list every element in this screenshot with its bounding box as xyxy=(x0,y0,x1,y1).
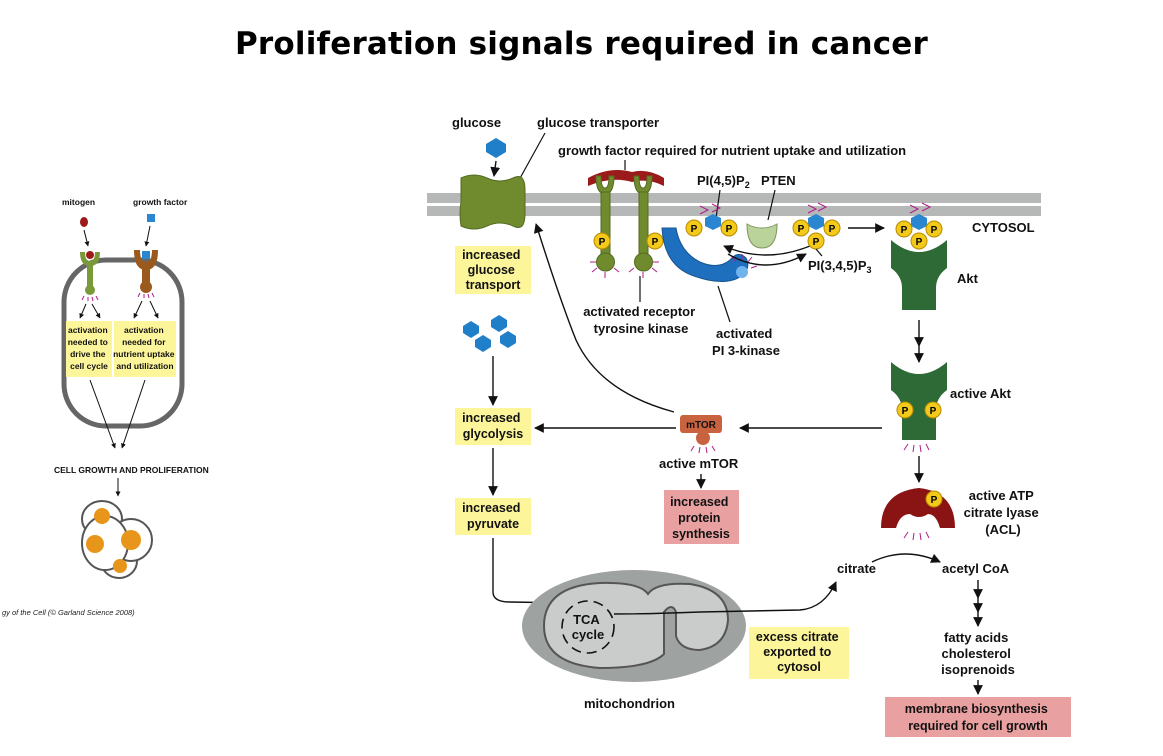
increased-pyruvate-box xyxy=(455,498,531,535)
svg-text:P: P xyxy=(916,237,923,248)
cell-cycle-box xyxy=(66,321,112,377)
activation-spark-icon xyxy=(81,292,155,302)
membrane-inner xyxy=(427,206,1041,216)
fatty-acids-label: fatty acids cholesterol isoprenoids xyxy=(941,630,1015,677)
active-akt-label: active Akt xyxy=(950,386,1012,401)
glucose-label: glucose xyxy=(452,115,501,130)
growth-factor-ligand xyxy=(588,170,664,186)
page-title: Proliferation signals required in cancer xyxy=(234,26,929,62)
active-acl-label: active ATP citrate lyase (ACL) xyxy=(964,488,1043,537)
citrate-label: citrate xyxy=(837,561,876,576)
svg-text:P: P xyxy=(652,237,659,248)
glucose-cluster-icon xyxy=(463,315,516,352)
pi345p3-lipid: P P P xyxy=(792,202,841,250)
svg-text:P: P xyxy=(901,225,908,236)
pi3-kinase xyxy=(661,227,749,282)
gf-arrow xyxy=(144,225,151,247)
increased-pyruvate-text: increased pyruvate xyxy=(462,501,524,531)
increased-protein-synthesis-box xyxy=(664,490,739,544)
pi345p3-label: PI(3,4,5)P3 xyxy=(808,258,872,275)
excess-citrate-box xyxy=(749,627,849,679)
membrane-outer xyxy=(427,193,1041,203)
activated-receptor-label: activated receptor tyrosine kinase xyxy=(583,304,699,336)
mitochondrion-label: mitochondrion xyxy=(584,696,675,711)
growth-factor-required-label: growth factor required for nutrient upta… xyxy=(558,143,906,158)
svg-text:P: P xyxy=(931,225,938,236)
pi45p2-lipid: P P xyxy=(685,203,738,237)
acl-spark-icon xyxy=(903,531,930,541)
activated-pi3k-label: activated PI 3-kinase xyxy=(712,326,780,358)
active-akt-protein xyxy=(891,362,947,440)
receptor-tyrosine-kinase xyxy=(595,175,653,272)
glucose-transporter xyxy=(459,174,526,230)
tca-cycle-label: TCA cycle xyxy=(572,612,605,642)
acl-enzyme xyxy=(881,488,955,528)
pten-enzyme xyxy=(746,223,778,249)
membrane-biosynthesis-text: membrane biosynthesis required for cell … xyxy=(905,702,1052,733)
increased-glucose-transport-box xyxy=(455,246,531,294)
right-panel: CYTOSOL glucose glucose transporter incr… xyxy=(427,115,1071,737)
akt-label: Akt xyxy=(957,271,979,286)
increased-glucose-transport-text: increased glucose transport xyxy=(462,248,524,292)
cell-growth-label: CELL GROWTH AND PROLIFERATION xyxy=(54,465,209,475)
glucose-transporter-label: glucose transporter xyxy=(537,115,659,130)
mitogen-arrow xyxy=(83,229,90,247)
cytosol-label: CYTOSOL xyxy=(972,220,1035,235)
gf-receptor xyxy=(134,250,158,270)
svg-text:P: P xyxy=(829,224,836,235)
increased-glycolysis-text: increased glycolysis xyxy=(462,411,524,441)
active-akt-spark-icon xyxy=(903,443,930,453)
nutrient-uptake-box xyxy=(114,321,176,377)
nutrient-uptake-box-text: activation needed for nutrient uptake an… xyxy=(113,325,177,371)
cell-cycle-box-text: activation needed to drive the cell cycl… xyxy=(68,325,111,371)
glucose-molecule-icon xyxy=(486,138,506,158)
increased-protein-synthesis-text: increased protein synthesis xyxy=(670,495,732,541)
excess-citrate-text: excess citrate exported to cytosol xyxy=(756,630,842,674)
membrane-biosynthesis-box xyxy=(885,697,1071,737)
pi3k-spark-icon xyxy=(731,254,758,269)
growth-factor-label: growth factor xyxy=(133,197,188,207)
tca-cycle-icon xyxy=(561,600,615,654)
mitochondrion-inner-membrane xyxy=(542,581,730,670)
receptor-phosphate-group: P P xyxy=(593,232,664,250)
increased-glycolysis-box xyxy=(455,408,531,445)
acetyl-coa-label: acetyl CoA xyxy=(942,561,1010,576)
akt-protein xyxy=(891,240,947,310)
svg-text:P: P xyxy=(930,406,937,417)
growth-factor-molecule xyxy=(147,214,155,222)
mitogen-molecule xyxy=(80,217,88,227)
mitogen-receptor xyxy=(80,252,100,266)
pten-label: PTEN xyxy=(761,173,796,188)
svg-text:P: P xyxy=(798,224,805,235)
active-mtor-label: active mTOR xyxy=(659,456,739,471)
mtor-spark-icon xyxy=(690,445,716,454)
active-akt-phosphates: P P xyxy=(896,401,942,419)
svg-text:P: P xyxy=(599,237,606,248)
dividing-cells-icon xyxy=(81,500,153,579)
akt-membrane-complex: P P P xyxy=(895,202,943,250)
svg-text:P: P xyxy=(691,224,698,235)
cell-outline xyxy=(61,257,185,429)
mtor-label: mTOR xyxy=(686,420,717,431)
receptor-spark-icon xyxy=(590,261,659,278)
left-panel: mitogen growth factor activation needed … xyxy=(2,197,209,617)
credit-text: gy of the Cell (© Garland Science 2008) xyxy=(2,608,135,617)
svg-text:P: P xyxy=(813,237,820,248)
mitogen-label: mitogen xyxy=(62,197,95,207)
mtor-protein xyxy=(680,415,722,433)
svg-text:P: P xyxy=(931,495,938,506)
svg-text:P: P xyxy=(726,224,733,235)
pi45p2-label: PI(4,5)P2 xyxy=(697,173,750,190)
svg-text:P: P xyxy=(902,406,909,417)
